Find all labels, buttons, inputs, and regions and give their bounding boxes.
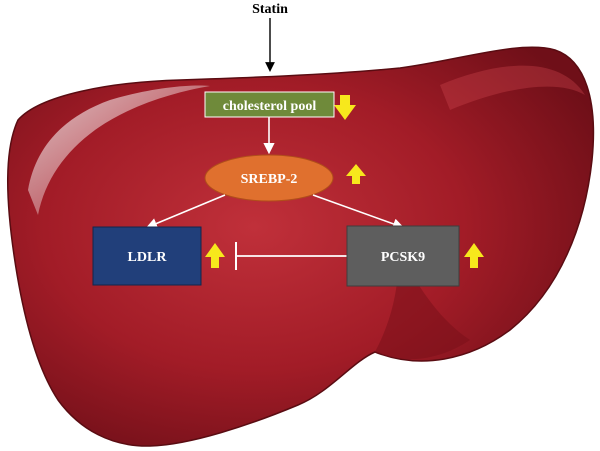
arrow-srebp2-to-ldlr (145, 194, 226, 229)
statin-label: Statin (252, 2, 288, 17)
pcsk9-box (346, 225, 460, 287)
ldlr-label: LDLR (128, 250, 168, 265)
down-arrow-icon (334, 95, 356, 120)
up-arrow-icon (346, 164, 366, 184)
cholesterol-pool-label: cholesterol pool (223, 99, 317, 114)
up-arrow-icon (464, 243, 484, 268)
srebp2-node: SREBP-2 (204, 154, 334, 202)
arrow-srebp2-to-pcsk9 (312, 194, 405, 230)
srebp2-label: SREBP-2 (241, 172, 298, 187)
up-arrow-icon (205, 243, 225, 268)
cholesterol-pool-node: cholesterol pool (204, 91, 335, 118)
srebp2-ellipse (204, 154, 334, 202)
pcsk9-label: PCSK9 (381, 250, 425, 265)
liver-right-lobe-highlight (440, 65, 585, 110)
pcsk9-node: PCSK9 (346, 225, 460, 287)
ldlr-box (92, 226, 202, 286)
ldlr-node: LDLR (92, 226, 202, 286)
liver-shine (28, 85, 210, 215)
